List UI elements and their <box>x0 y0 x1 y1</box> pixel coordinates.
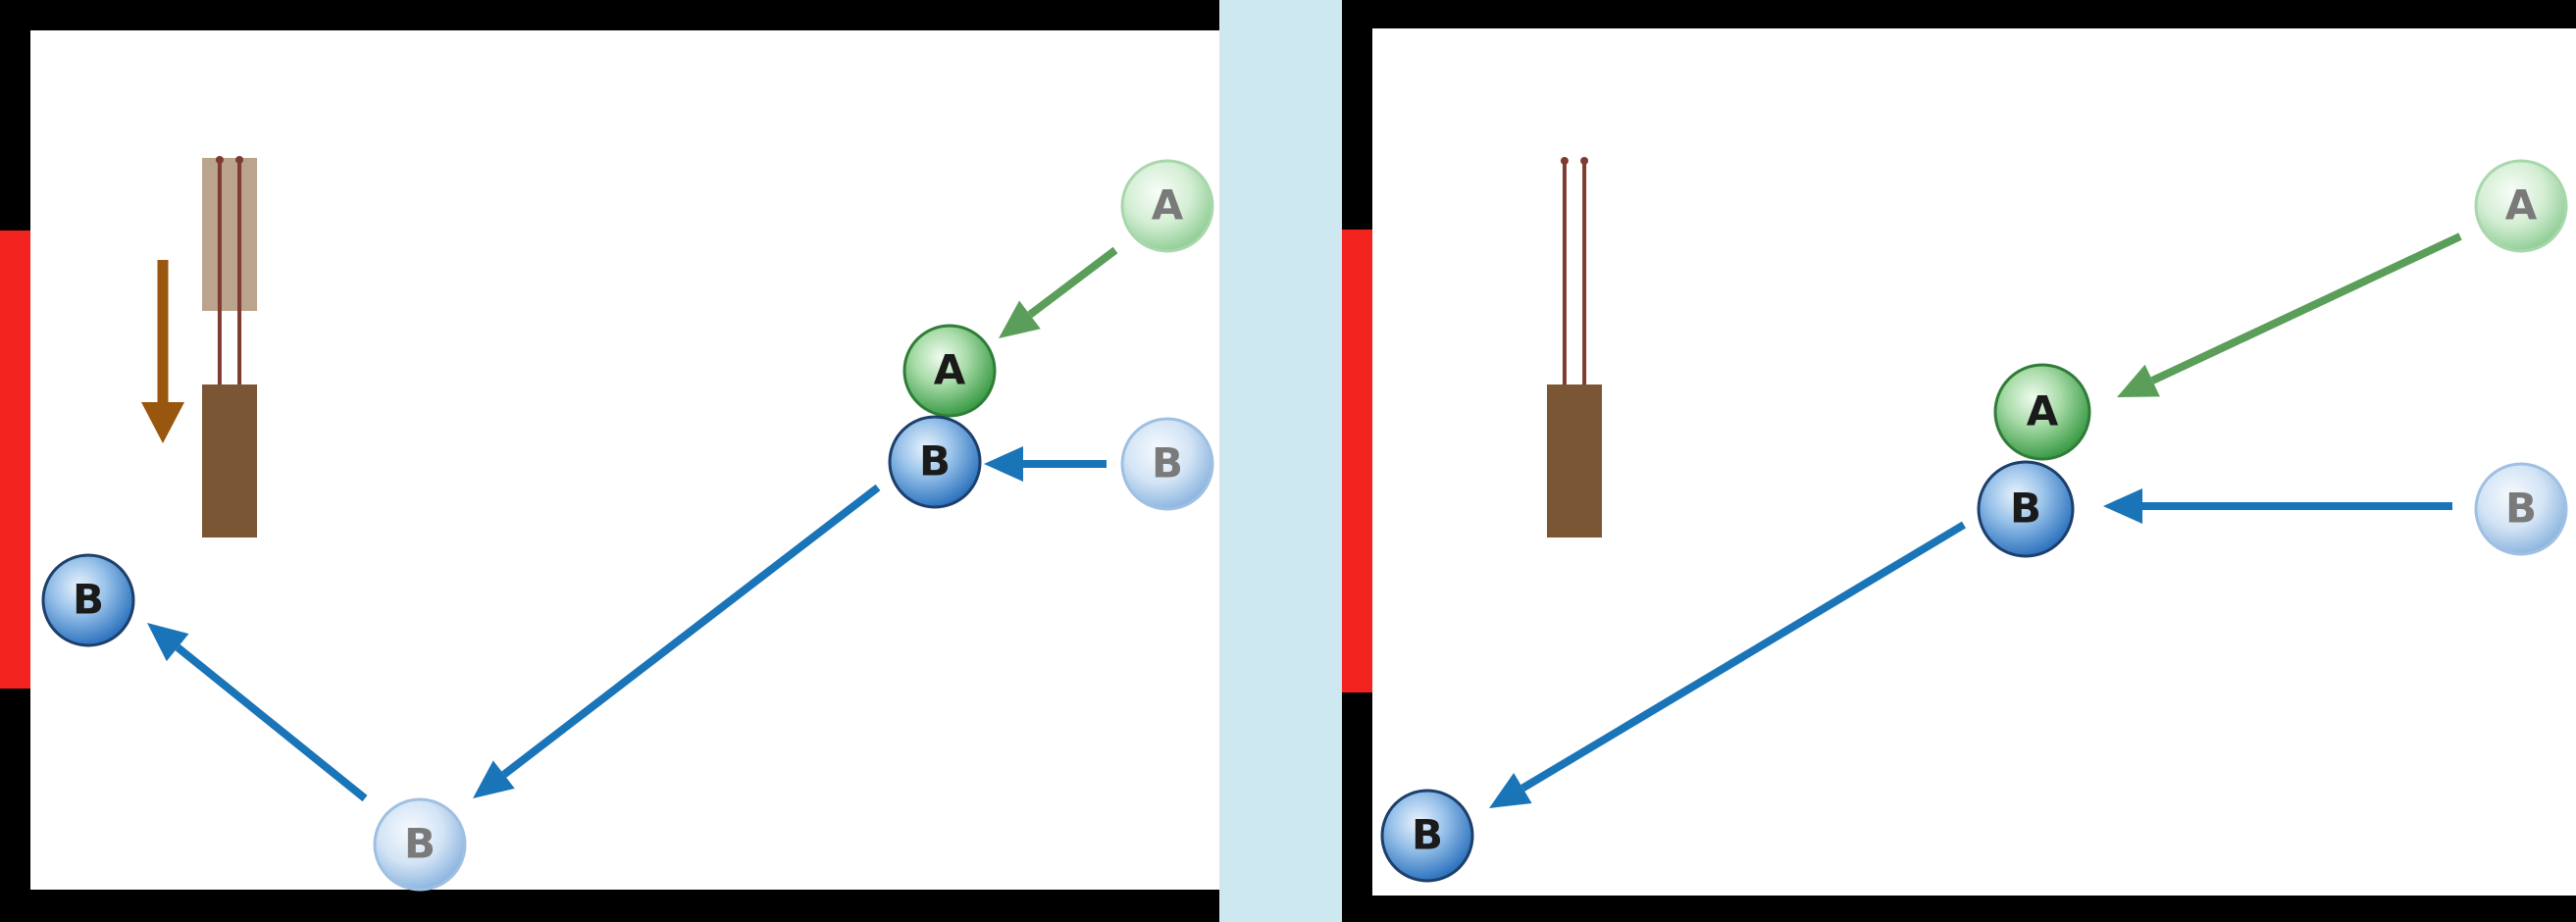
right-arrow-b-incoming-head <box>2103 488 2142 524</box>
right-ball-label: B <box>2505 485 2537 533</box>
left-panel-door <box>0 230 30 689</box>
left-ball-label: B <box>919 437 951 486</box>
right-probe-wire-tip <box>1580 157 1589 165</box>
left-arrow-b-incoming-head <box>984 446 1023 482</box>
left-ball-label: B <box>73 576 104 624</box>
right-probe-wire-tip <box>1560 157 1569 165</box>
left-ball-shape <box>902 324 997 418</box>
probe-motion-arrow-head <box>141 402 184 443</box>
left-arrow-b-to-wall-head <box>147 623 189 662</box>
left-ball-label: B <box>404 820 436 868</box>
left-probe-wire-tip <box>235 156 244 164</box>
right-ball-a-previous: A <box>2474 159 2568 253</box>
right-ball-label: B <box>1412 811 1443 859</box>
right-arrow-b-outgoing-shaft <box>1520 521 1967 792</box>
right-panel-top-wall <box>1342 0 2576 28</box>
right-ball-b-previous: B <box>2474 462 2568 556</box>
left-ball-a-previous: A <box>1120 159 1214 253</box>
right-ball-label: B <box>2010 485 2041 533</box>
right-probe-body <box>1547 384 1602 538</box>
left-ball-b-previous: B <box>1120 417 1214 511</box>
left-ball-b-previous: B <box>373 797 467 892</box>
left-arrow-a-incoming-head <box>999 300 1041 338</box>
left-ball-b-current: B <box>888 415 982 509</box>
left-ball-shape <box>1120 417 1214 511</box>
left-probe-body <box>202 384 257 538</box>
right-ball-label: A <box>2027 387 2059 435</box>
right-panel-door <box>1342 230 1372 692</box>
left-ball-b-current: B <box>41 553 135 647</box>
left-arrow-a-incoming-shaft <box>1027 246 1118 319</box>
right-ball-shape <box>2474 159 2568 253</box>
left-panel-top-wall <box>0 0 1219 30</box>
left-arrow-b-to-floor-shaft <box>501 484 881 778</box>
left-panel-bottom-wall <box>0 890 1219 922</box>
right-ball-shape <box>2474 462 2568 556</box>
left-ball-label: A <box>1152 181 1184 230</box>
right-ball-b-current: B <box>1380 789 1474 883</box>
left-ball-shape <box>373 797 467 892</box>
right-ball-shape <box>1977 460 2075 558</box>
left-ball-shape <box>41 553 135 647</box>
left-ball-a-current: A <box>902 324 997 418</box>
left-arrow-b-to-floor-head <box>473 760 515 798</box>
left-ball-shape <box>1120 159 1214 253</box>
left-arrow-b-to-wall-shaft <box>175 643 368 802</box>
right-ball-a-current: A <box>1993 363 2091 461</box>
left-ball-label: A <box>934 346 966 394</box>
left-probe-wire-tip <box>215 156 224 164</box>
right-arrow-a-incoming-head <box>2117 364 2160 397</box>
right-ball-shape <box>1380 789 1474 883</box>
left-probe-ghost <box>202 158 257 311</box>
right-ball-shape <box>1993 363 2091 461</box>
right-arrow-b-outgoing-head <box>1489 773 1532 808</box>
right-panel-bottom-wall <box>1342 896 2576 922</box>
right-arrow-a-incoming-shaft <box>2150 232 2462 384</box>
right-ball-b-current: B <box>1977 460 2075 558</box>
left-ball-label: B <box>1152 439 1183 487</box>
right-ball-label: A <box>2505 181 2538 230</box>
left-ball-shape <box>888 415 982 509</box>
panel-divider <box>1219 0 1342 922</box>
